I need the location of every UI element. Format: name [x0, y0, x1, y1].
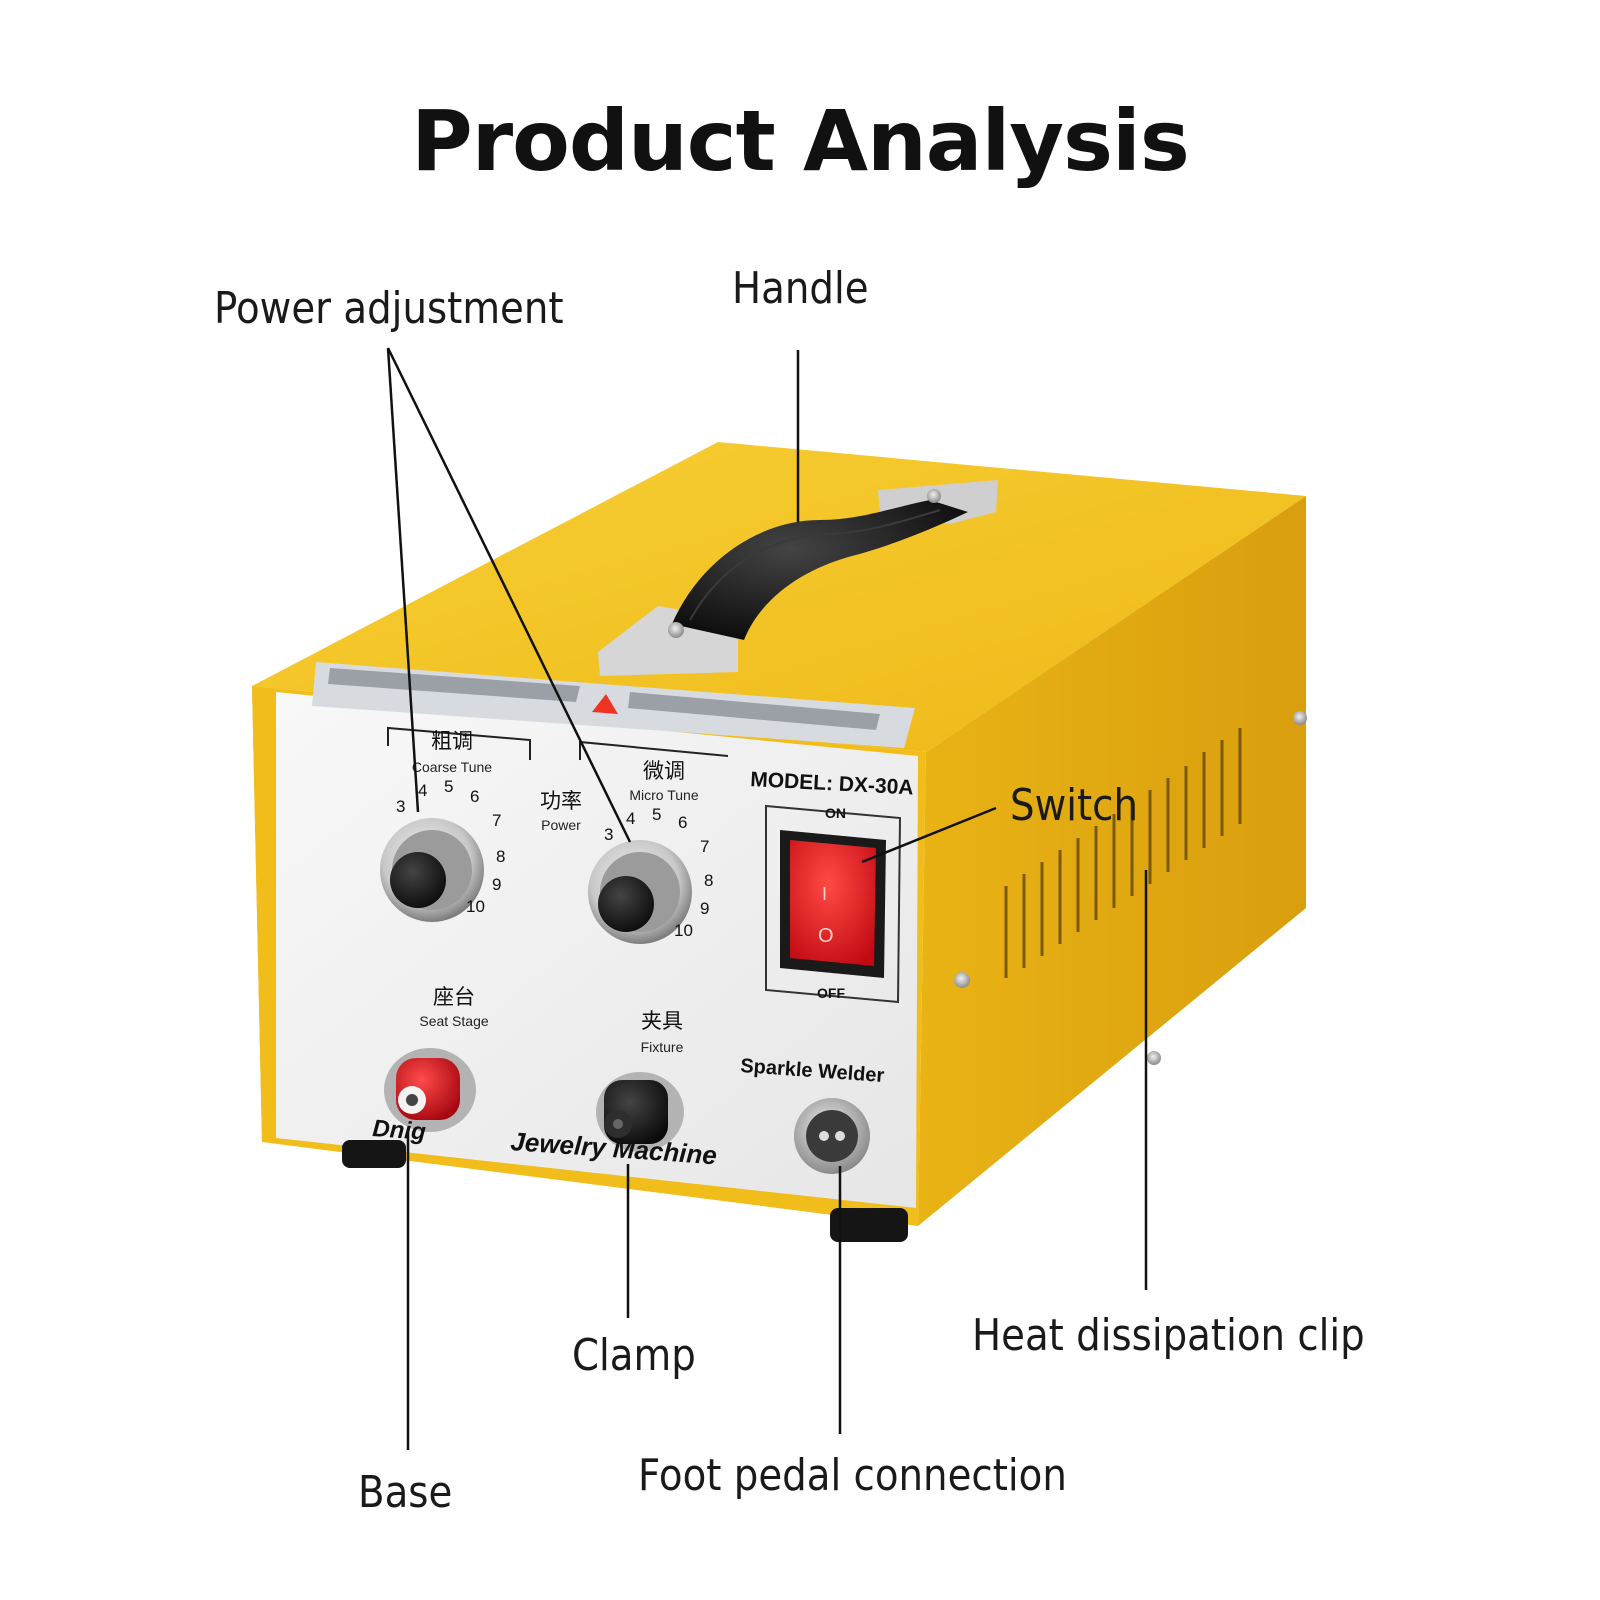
- coarse-tune-cn-label: 粗调: [431, 730, 473, 753]
- foot-pedal-socket[interactable]: [794, 1098, 870, 1174]
- micro-dial-number: 3: [604, 825, 613, 844]
- micro-dial-scale: 3 4 5 6 7 8 9 10: [604, 805, 713, 940]
- coarse-dial-number: 6: [470, 787, 479, 806]
- coarse-tune-knob[interactable]: [390, 852, 446, 908]
- callout-power-adjustment: Power adjustment: [214, 283, 564, 334]
- micro-dial-number: 8: [704, 871, 713, 890]
- power-label: Power: [541, 817, 581, 833]
- case-side: [918, 496, 1306, 1226]
- switch-off-label: OFF: [817, 985, 845, 1001]
- coarse-dial-number: 3: [396, 797, 405, 816]
- power-cn-label: 功率: [540, 790, 582, 813]
- seat-stage-cn-label: 座台: [433, 986, 475, 1009]
- micro-dial-number: 4: [626, 809, 635, 828]
- micro-dial-number: 6: [678, 813, 687, 832]
- micro-dial-number: 10: [674, 921, 693, 940]
- fixture-cn-label: 夹具: [641, 1010, 683, 1033]
- coarse-dial-number: 7: [492, 811, 501, 830]
- seat-stage-terminal[interactable]: [384, 1048, 476, 1132]
- callout-heat-dissipation-clip: Heat dissipation clip: [972, 1310, 1365, 1361]
- coarse-dial-number: 10: [466, 897, 485, 916]
- brand-fragment: Dnig: [372, 1115, 427, 1146]
- callout-base: Base: [358, 1467, 453, 1518]
- micro-dial-number: 9: [700, 899, 709, 918]
- heat-dissipation-vents: [1004, 728, 1242, 978]
- coarse-tune-dial[interactable]: [380, 818, 484, 922]
- callout-clamp: Clamp: [572, 1330, 696, 1381]
- fixture-label: Fixture: [641, 1039, 684, 1055]
- power-leader-line: [386, 347, 632, 843]
- callout-switch: Switch: [1010, 780, 1139, 831]
- switch-on-label: ON: [825, 805, 846, 821]
- switch-leader-line: [861, 806, 997, 864]
- micro-tune-label: Micro Tune: [629, 787, 698, 803]
- micro-dial-number: 7: [700, 837, 709, 856]
- switch-o-mark: O: [818, 925, 834, 947]
- callout-foot-pedal-connection: Foot pedal connection: [638, 1450, 1067, 1501]
- micro-dial-number: 5: [652, 805, 661, 824]
- callout-lines: [386, 347, 1148, 1450]
- power-switch[interactable]: [790, 840, 876, 966]
- coarse-dial-number: 8: [496, 847, 505, 866]
- micro-tune-knob[interactable]: [598, 876, 654, 932]
- coarse-dial-scale: 3 4 5 6 7 8 9 10: [396, 777, 505, 916]
- coarse-dial-number: 9: [492, 875, 501, 894]
- power-leader-line: [386, 347, 420, 813]
- foot: [342, 1140, 406, 1168]
- coarse-dial-number: 4: [418, 781, 427, 800]
- micro-tune-dial[interactable]: [588, 840, 692, 944]
- fixture-terminal[interactable]: [596, 1072, 684, 1152]
- side-screw: [954, 972, 970, 988]
- handle-screw: [668, 622, 684, 638]
- handle-strap: [672, 500, 968, 640]
- micro-tune-cn-label: 微调: [643, 760, 685, 783]
- coarse-dial-number: 5: [444, 777, 453, 796]
- seat-stage-label: Seat Stage: [419, 1013, 488, 1029]
- switch-i-mark: I: [822, 884, 827, 904]
- warning-label-text: [328, 668, 580, 702]
- page-title: Product Analysis: [411, 92, 1190, 190]
- coarse-tune-label: Coarse Tune: [412, 759, 492, 775]
- callout-handle: Handle: [732, 263, 869, 314]
- switch-frame: [765, 804, 902, 1004]
- warning-label-icon: [592, 694, 618, 714]
- case-top: [252, 442, 1306, 752]
